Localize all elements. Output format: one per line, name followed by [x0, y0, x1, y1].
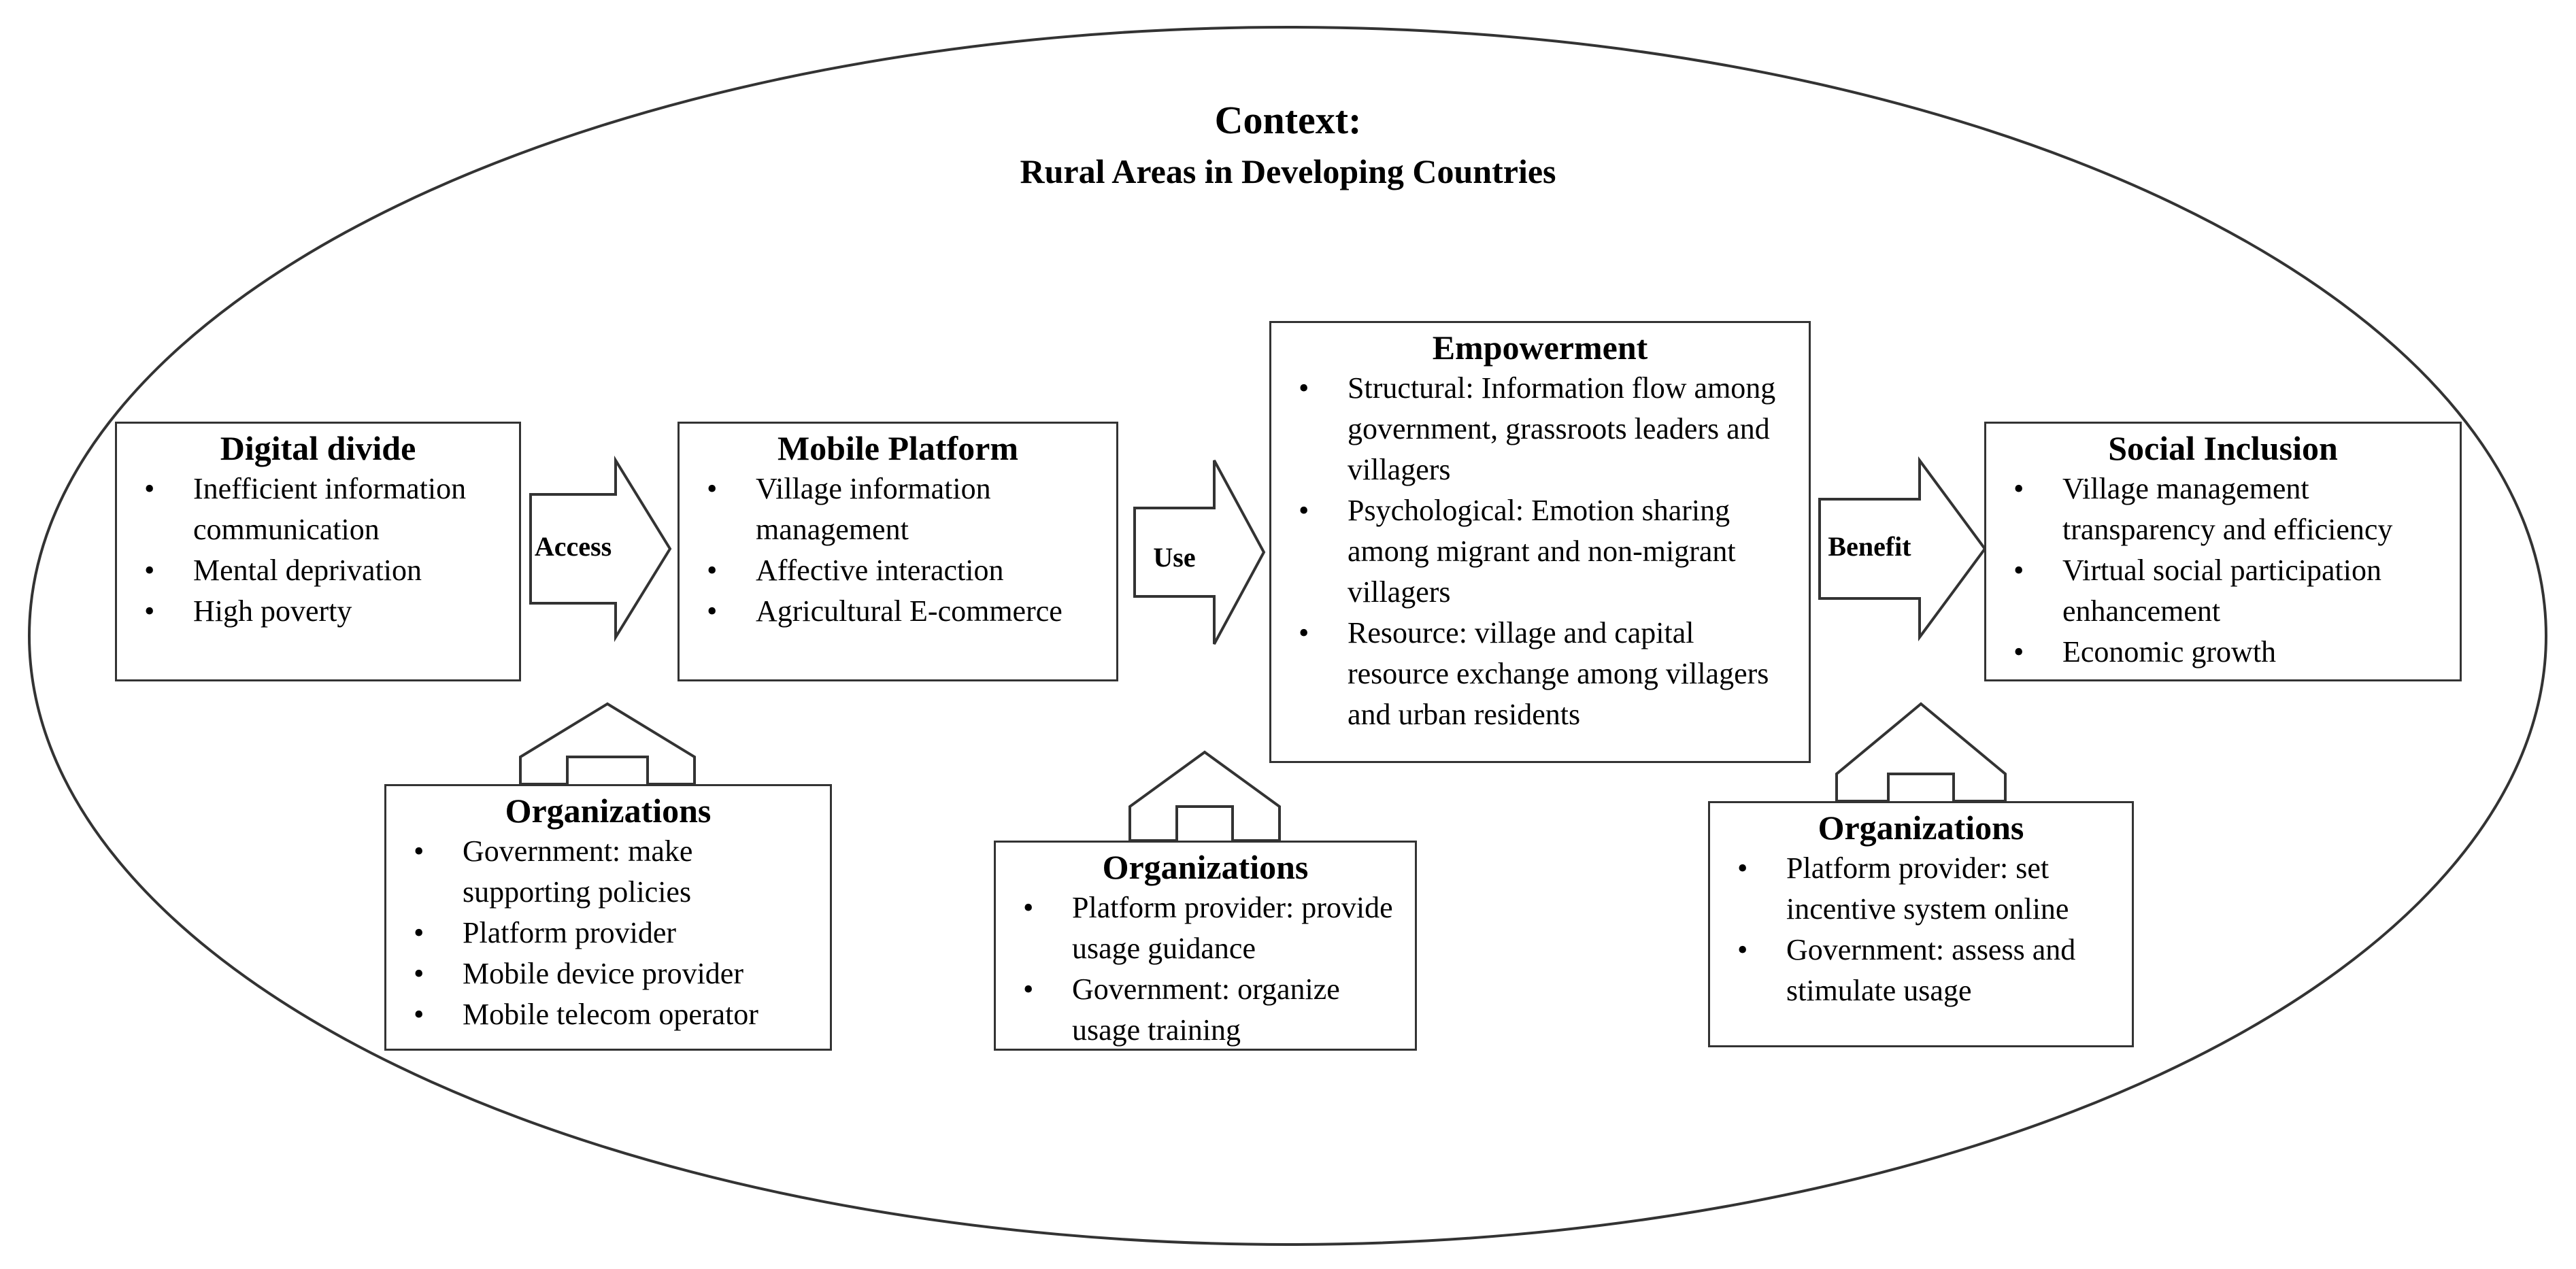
- access-arrow: [529, 455, 672, 643]
- list-item: Structural: Information flow among gover…: [1299, 368, 1799, 490]
- list-item: Platform provider: provide usage guidanc…: [1023, 887, 1405, 969]
- context-subtitle: Rural Areas in Developing Countries: [1020, 152, 1556, 190]
- list-item: Government: organize usage training: [1023, 969, 1405, 1051]
- organizations-benefit-list: Platform provider: set incentive system …: [1710, 848, 2132, 1011]
- list-item: Village information management: [707, 469, 1107, 550]
- organizations-access-box: Organizations Government: make supportin…: [384, 784, 832, 1051]
- benefit-label: Benefit: [1828, 531, 1911, 562]
- organizations-benefit-box: Organizations Platform provider: set inc…: [1708, 801, 2134, 1047]
- social-inclusion-list: Village management transparency and effi…: [1986, 469, 2460, 673]
- list-item: Platform provider: set incentive system …: [1737, 848, 2122, 930]
- digital-divide-list: Inefficient information communication Me…: [117, 469, 519, 632]
- list-item: Mobile telecom operator: [414, 994, 820, 1035]
- organizations-benefit-title: Organizations: [1818, 809, 2024, 847]
- organizations-use-list: Platform provider: provide usage guidanc…: [996, 887, 1415, 1051]
- list-item: Agricultural E-commerce: [707, 591, 1107, 632]
- digital-divide-title: Digital divide: [220, 429, 416, 467]
- list-item: Village management transparency and effi…: [2013, 469, 2450, 550]
- list-item: Virtual social participation enhancement: [2013, 550, 2450, 632]
- empowerment-box: Empowerment Structural: Information flow…: [1269, 321, 1811, 763]
- list-item: Affective interaction: [707, 550, 1107, 591]
- use-label: Use: [1153, 542, 1196, 573]
- organizations-access-title: Organizations: [505, 792, 712, 830]
- organizations-use-title: Organizations: [1102, 848, 1309, 886]
- list-item: Inefficient information communication: [144, 469, 509, 550]
- list-item: Psychological: Emotion sharing among mig…: [1299, 490, 1799, 613]
- list-item: Mobile device provider: [414, 953, 820, 994]
- list-item: Economic growth: [2013, 632, 2450, 673]
- mobile-platform-title: Mobile Platform: [777, 429, 1019, 467]
- list-item: Platform provider: [414, 913, 820, 953]
- social-inclusion-title: Social Inclusion: [2108, 429, 2338, 467]
- organizations-access-list: Government: make supporting policies Pla…: [386, 831, 830, 1035]
- use-arrow: [1133, 460, 1266, 645]
- benefit-arrow: [1818, 456, 1987, 642]
- mobile-platform-list: Village information management Affective…: [680, 469, 1116, 632]
- digital-divide-box: Digital divide Inefficient information c…: [115, 422, 521, 681]
- list-item: Resource: village and capital resource e…: [1299, 613, 1799, 735]
- context-title: Context:: [1214, 98, 1362, 142]
- empowerment-list: Structural: Information flow among gover…: [1271, 368, 1809, 735]
- access-label: Access: [534, 531, 612, 562]
- list-item: Government: assess and stimulate usage: [1737, 930, 2122, 1011]
- empowerment-title: Empowerment: [1432, 328, 1648, 367]
- list-item: High poverty: [144, 591, 509, 632]
- mobile-platform-box: Mobile Platform Village information mana…: [678, 422, 1118, 681]
- list-item: Government: make supporting policies: [414, 831, 820, 913]
- organizations-use-box: Organizations Platform provider: provide…: [994, 841, 1417, 1051]
- social-inclusion-box: Social Inclusion Village management tran…: [1984, 422, 2462, 681]
- list-item: Mental deprivation: [144, 550, 509, 591]
